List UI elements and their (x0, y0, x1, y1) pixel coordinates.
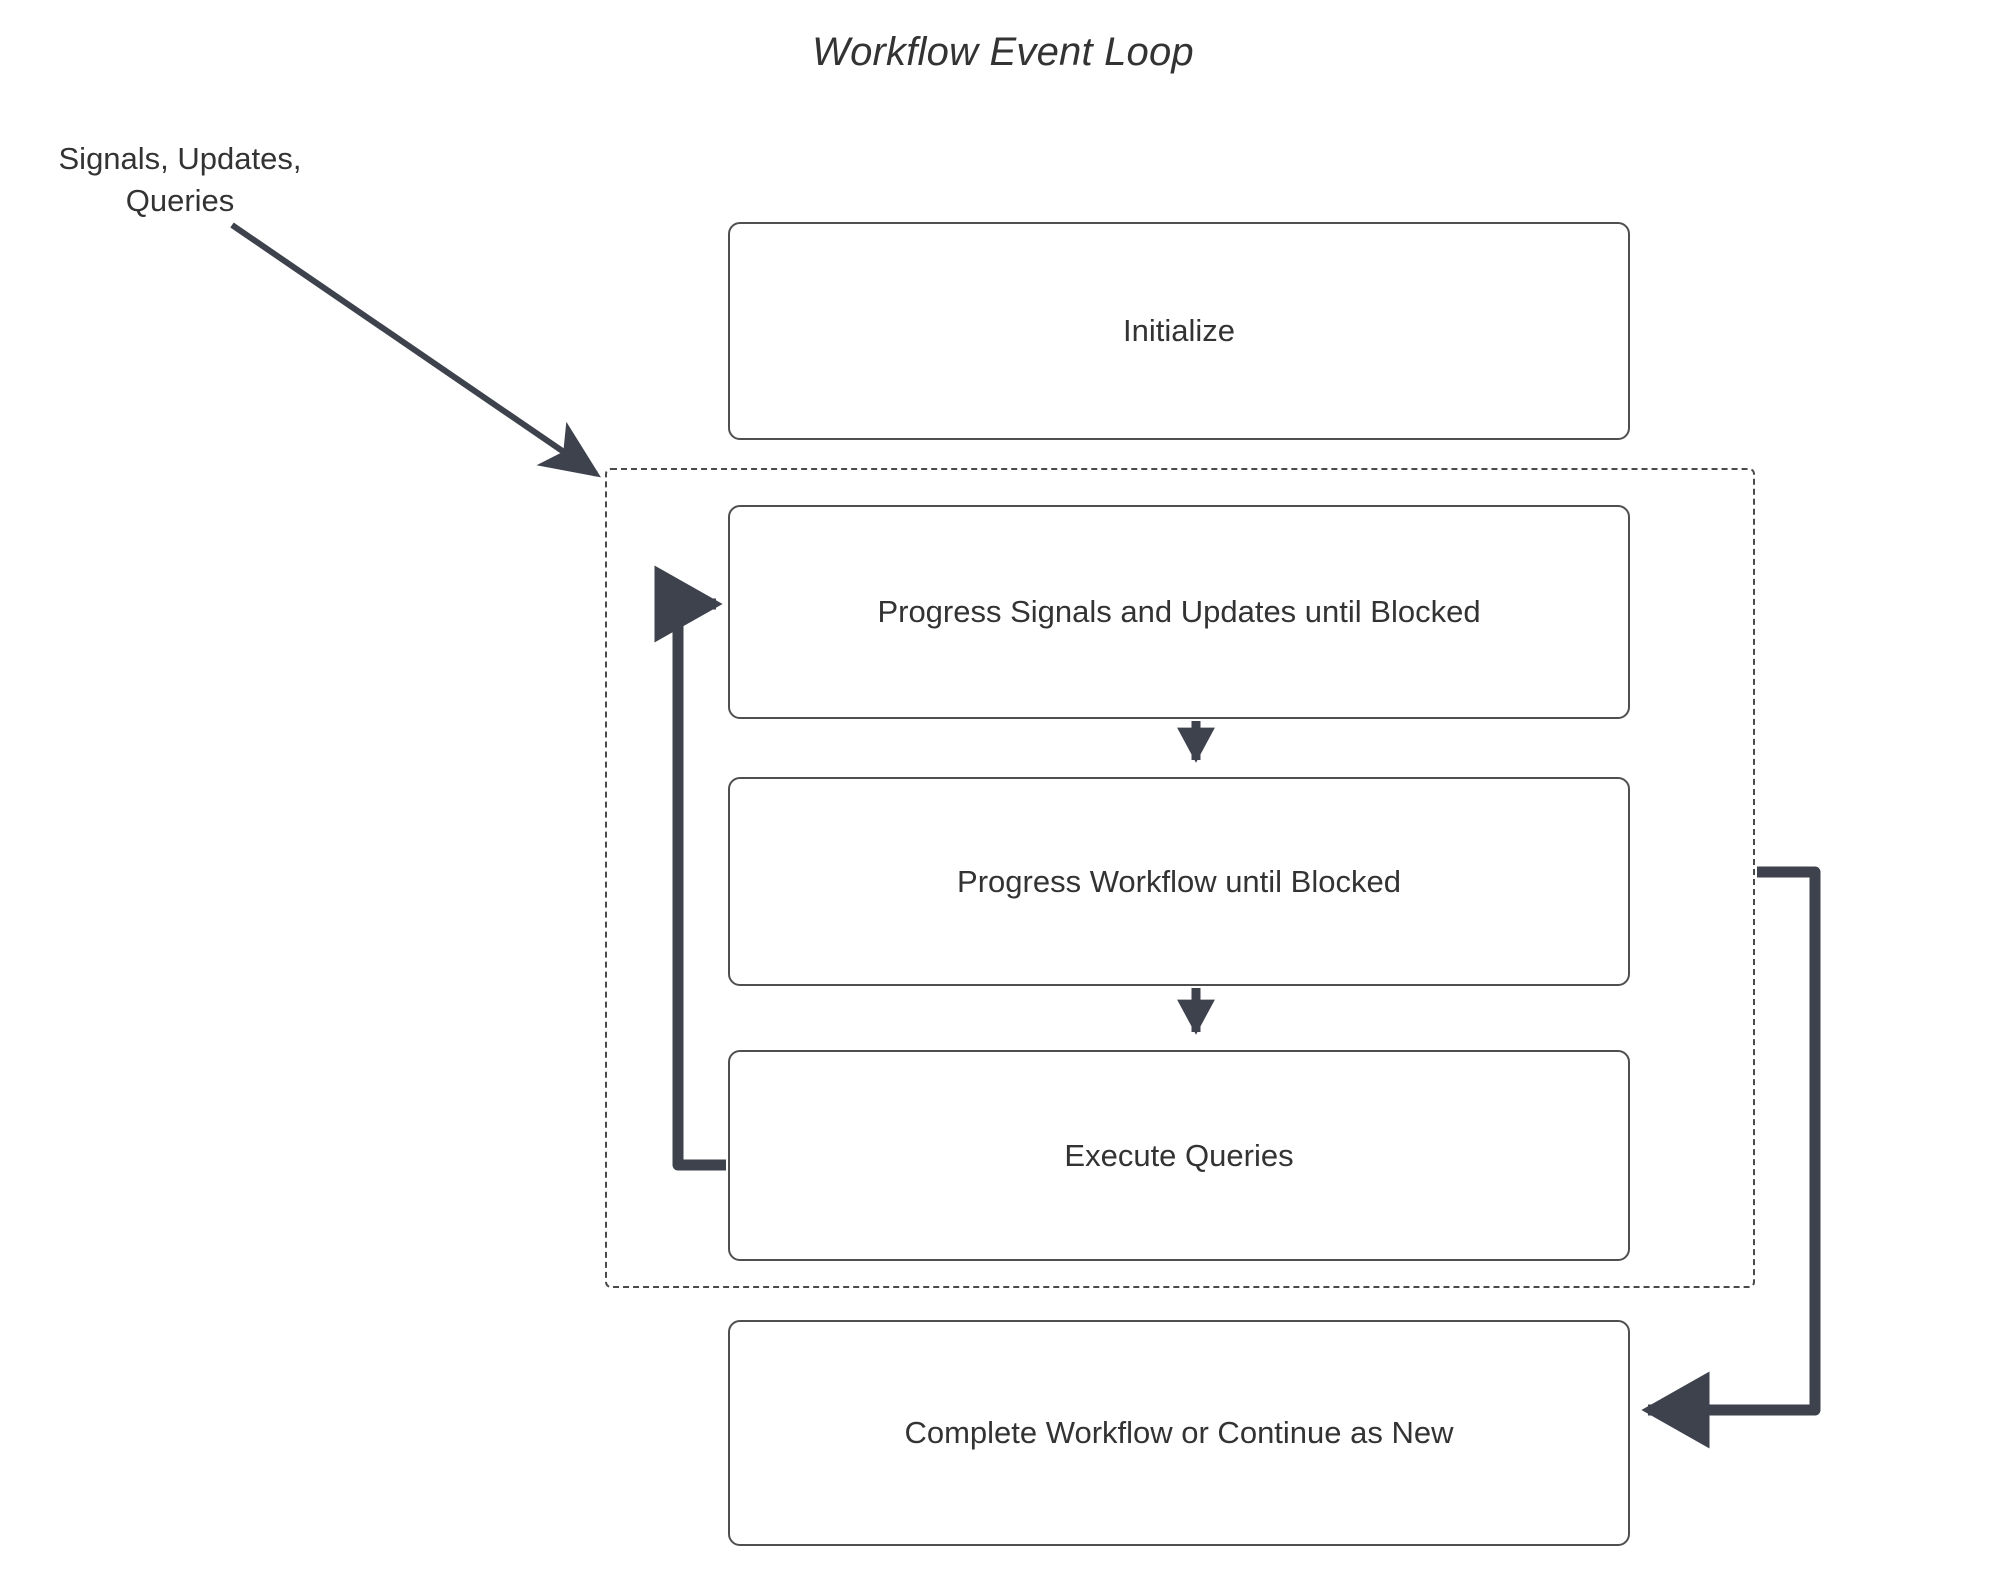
node-initialize-label: Initialize (1123, 313, 1235, 348)
page-title: Workflow Event Loop (812, 30, 1194, 74)
node-initialize[interactable]: Initialize (728, 222, 1630, 440)
node-progress-signals[interactable]: Progress Signals and Updates until Block… (728, 505, 1630, 719)
node-progress-workflow[interactable]: Progress Workflow until Blocked (728, 777, 1630, 986)
node-complete-workflow-label: Complete Workflow or Continue as New (904, 1415, 1454, 1450)
node-complete-workflow[interactable]: Complete Workflow or Continue as New (728, 1320, 1630, 1546)
node-execute-queries[interactable]: Execute Queries (728, 1050, 1630, 1261)
node-execute-queries-label: Execute Queries (1064, 1137, 1294, 1173)
external-input-label: Signals, Updates, Queries (58, 141, 302, 218)
edge-input-to-loop (230, 222, 601, 478)
node-progress-signals-label: Progress Signals and Updates until Block… (877, 594, 1481, 629)
node-progress-workflow-label: Progress Workflow until Blocked (957, 863, 1401, 899)
